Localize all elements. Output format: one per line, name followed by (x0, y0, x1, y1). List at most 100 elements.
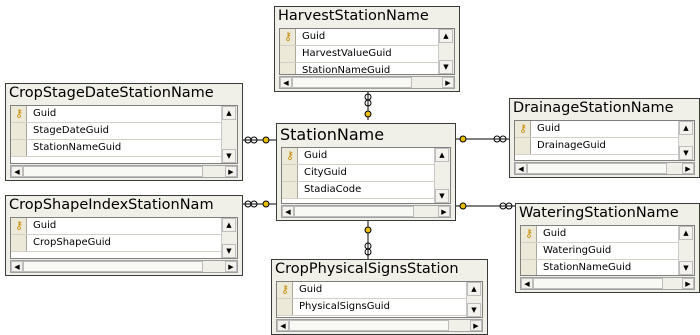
scroll-down-icon[interactable]: ▼ (435, 189, 449, 203)
vertical-scrollbar[interactable]: ▲▼ (438, 29, 454, 74)
scroll-up-icon[interactable]: ▲ (679, 226, 693, 240)
scroll-left-icon[interactable]: ◀ (521, 278, 533, 289)
horizontal-scrollbar[interactable]: ◀▶ (276, 319, 483, 332)
column-row[interactable]: StageDateGuid (11, 123, 237, 140)
key-icon: ⚷ (518, 122, 528, 135)
scroll-left-icon[interactable]: ◀ (515, 163, 527, 174)
table-physical[interactable]: CropPhysicalSignsStation ⚷Guid PhysicalS… (271, 259, 488, 335)
scroll-thumb[interactable] (289, 320, 449, 331)
horizontal-scrollbar[interactable]: ◀▶ (279, 76, 455, 89)
horizontal-scrollbar[interactable]: ◀▶ (281, 205, 451, 218)
scroll-thumb[interactable] (23, 261, 203, 272)
table-cropstage[interactable]: CropStageDateStationName ⚷Guid StageDate… (5, 83, 243, 181)
key-icon: ⚷ (280, 283, 290, 296)
vertical-scrollbar[interactable]: ▲▼ (678, 121, 694, 160)
table-title: CropShapeIndexStationNam (9, 197, 214, 213)
column-row[interactable]: ⚷Guid (515, 121, 694, 138)
column-grid: ⚷Guid PhysicalSignsGuid ▲▼ (276, 281, 483, 318)
horizontal-scrollbar[interactable]: ◀▶ (520, 277, 695, 290)
scroll-up-icon[interactable]: ▲ (435, 148, 449, 162)
rel-harvest-station[interactable] (364, 92, 372, 120)
scroll-up-icon[interactable]: ▲ (439, 29, 453, 43)
scroll-up-icon[interactable]: ▲ (222, 218, 236, 232)
scroll-down-icon[interactable]: ▼ (679, 146, 693, 160)
scroll-left-icon[interactable]: ◀ (11, 166, 23, 177)
scroll-thumb[interactable] (292, 77, 412, 88)
key-icon: ⚷ (524, 227, 534, 240)
scroll-down-icon[interactable]: ▼ (467, 303, 481, 317)
rel-station-physical[interactable] (364, 221, 372, 259)
scroll-right-icon[interactable]: ▶ (470, 320, 482, 331)
scroll-right-icon[interactable]: ▶ (438, 206, 450, 217)
column-row[interactable]: DrainageGuid (515, 138, 694, 155)
column-grid: ⚷Guid CityGuid StadiaCode ▲▼ (281, 147, 451, 204)
column-row[interactable]: ⚷Guid (280, 29, 454, 46)
scroll-left-icon[interactable]: ◀ (277, 320, 289, 331)
rel-cropstage-station[interactable] (243, 136, 276, 144)
column-row[interactable]: HarvestValueGuid (280, 46, 454, 63)
rel-station-watering[interactable] (456, 202, 515, 210)
column-row[interactable]: CropShapeGuid (11, 235, 237, 252)
rel-station-drainage[interactable] (456, 135, 509, 143)
column-row[interactable]: StationNameGuid (521, 260, 694, 275)
horizontal-scrollbar[interactable]: ◀▶ (10, 260, 238, 273)
scroll-thumb[interactable] (527, 163, 667, 174)
scroll-thumb[interactable] (23, 166, 203, 177)
table-title: CropStageDateStationName (9, 85, 214, 101)
table-title: StationName (280, 125, 385, 144)
column-row[interactable]: CityGuid (282, 165, 450, 182)
scroll-up-icon[interactable]: ▲ (467, 282, 481, 296)
column-row[interactable]: ⚷Guid (11, 218, 237, 235)
column-row[interactable]: PhysicalSignsGuid (277, 299, 482, 316)
scroll-down-icon[interactable]: ▼ (222, 149, 236, 163)
scroll-thumb[interactable] (294, 206, 414, 217)
scroll-left-icon[interactable]: ◀ (282, 206, 294, 217)
column-row[interactable]: StationNameGuid (280, 63, 454, 74)
scroll-left-icon[interactable]: ◀ (11, 261, 23, 272)
vertical-scrollbar[interactable]: ▲▼ (434, 148, 450, 203)
column-row[interactable]: ⚷Guid (277, 282, 482, 299)
table-harvest[interactable]: HarvestStationName ⚷Guid HarvestValueGui… (274, 6, 460, 92)
scroll-right-icon[interactable]: ▶ (682, 163, 694, 174)
scroll-up-icon[interactable]: ▲ (222, 106, 236, 120)
rel-cropshape-station[interactable] (243, 200, 276, 208)
scroll-right-icon[interactable]: ▶ (442, 77, 454, 88)
table-watering[interactable]: WateringStationName ⚷Guid WateringGuid S… (515, 203, 700, 293)
scroll-down-icon[interactable]: ▼ (679, 261, 693, 275)
scroll-thumb[interactable] (533, 278, 663, 289)
column-grid: ⚷Guid CropShapeGuid ▲▼ (10, 217, 238, 259)
key-icon: ⚷ (285, 149, 295, 162)
column-grid: ⚷Guid HarvestValueGuid StationNameGuid ▲… (279, 28, 455, 75)
scroll-left-icon[interactable]: ◀ (280, 77, 292, 88)
key-icon: ⚷ (283, 30, 293, 43)
scroll-right-icon[interactable]: ▶ (225, 166, 237, 177)
column-grid: ⚷Guid StageDateGuid StationNameGuid ▲▼ (10, 105, 238, 164)
table-cropshape[interactable]: CropShapeIndexStationNam ⚷Guid CropShape… (5, 195, 243, 276)
scroll-down-icon[interactable]: ▼ (439, 60, 453, 74)
key-icon: ⚷ (14, 219, 24, 232)
column-row[interactable]: ⚷Guid (521, 226, 694, 243)
horizontal-scrollbar[interactable]: ◀▶ (10, 165, 238, 178)
key-icon: ⚷ (14, 107, 24, 120)
column-row[interactable]: WateringGuid (521, 243, 694, 260)
vertical-scrollbar[interactable]: ▲▼ (221, 218, 237, 258)
table-title: HarvestStationName (278, 8, 429, 24)
horizontal-scrollbar[interactable]: ◀▶ (514, 162, 695, 175)
vertical-scrollbar[interactable]: ▲▼ (466, 282, 482, 317)
table-title: CropPhysicalSignsStation (275, 261, 459, 277)
vertical-scrollbar[interactable]: ▲▼ (678, 226, 694, 275)
column-row[interactable]: ⚷Guid (282, 148, 450, 165)
column-row[interactable]: StationNameGuid (11, 140, 237, 157)
column-grid: ⚷Guid WateringGuid StationNameGuid ▲▼ (520, 225, 695, 276)
table-station[interactable]: StationName ⚷Guid CityGuid StadiaCode ▲▼… (276, 123, 456, 221)
scroll-right-icon[interactable]: ▶ (225, 261, 237, 272)
scroll-down-icon[interactable]: ▼ (222, 244, 236, 258)
column-row[interactable]: StadiaCode (282, 182, 450, 199)
table-title: DrainageStationName (513, 100, 674, 116)
scroll-right-icon[interactable]: ▶ (682, 278, 694, 289)
scroll-up-icon[interactable]: ▲ (679, 121, 693, 135)
vertical-scrollbar[interactable]: ▲▼ (221, 106, 237, 163)
column-row[interactable]: ⚷Guid (11, 106, 237, 123)
table-drainage[interactable]: DrainageStationName ⚷Guid DrainageGuid ▲… (509, 98, 700, 178)
